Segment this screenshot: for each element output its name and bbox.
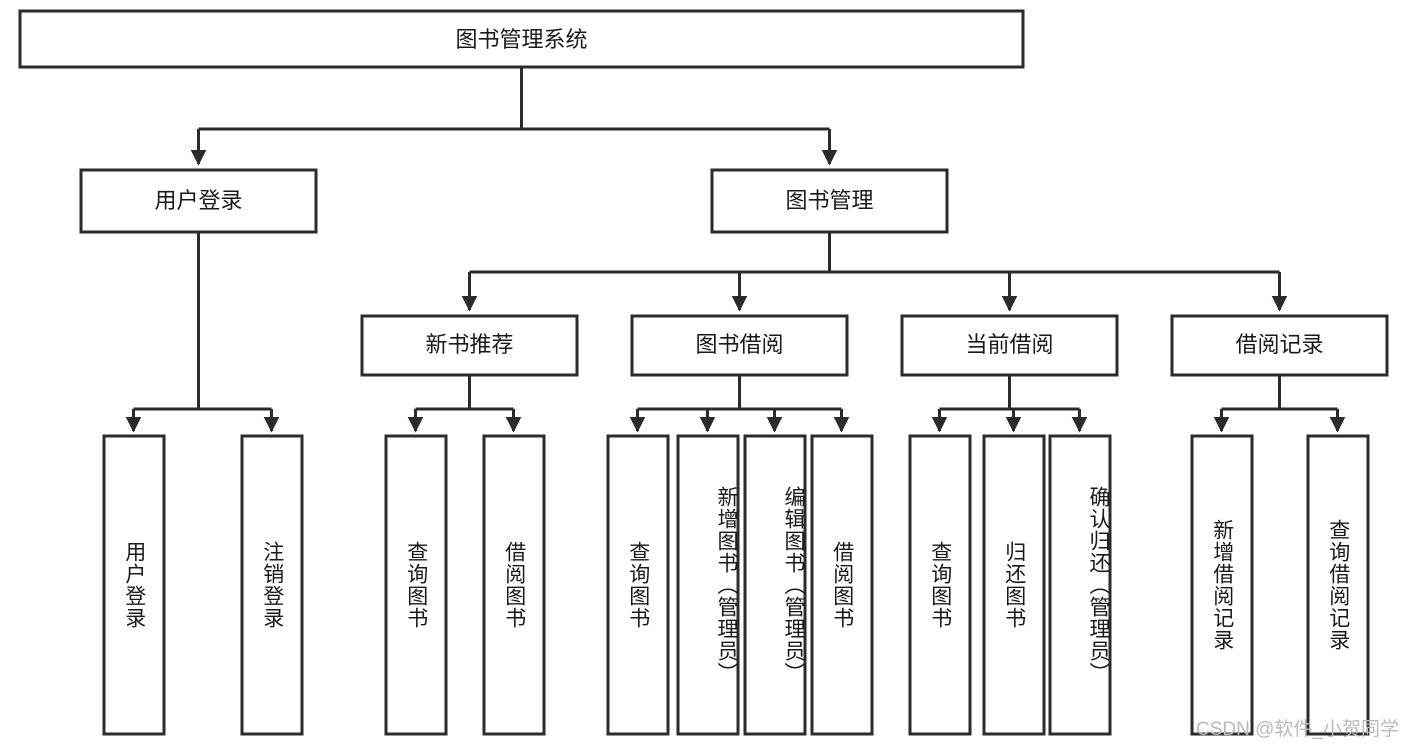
connector-root-to-level2 xyxy=(190,67,838,166)
node-leaf-query-book-1-box[interactable] xyxy=(384,434,448,736)
node-leaf-logout-box[interactable] xyxy=(240,434,304,736)
node-book-manage-label: 图书管理 xyxy=(785,188,873,213)
node-leaf-return-book-box[interactable] xyxy=(982,434,1046,736)
node-new-book-rec[interactable]: 新书推荐 xyxy=(360,314,579,377)
node-leaf-add-book-box[interactable] xyxy=(676,434,740,736)
node-book-borrow[interactable]: 图书借阅 xyxy=(630,314,849,377)
node-root[interactable]: 图书管理系统 xyxy=(18,9,1025,69)
node-leaf-borrow-book-2-box[interactable] xyxy=(810,434,874,736)
node-leaf-edit-book-box[interactable] xyxy=(743,434,807,736)
node-root-box[interactable] xyxy=(18,9,1025,69)
node-leaf-confirm-return-box[interactable] xyxy=(1048,434,1112,736)
node-leaf-query-book-3-box[interactable] xyxy=(908,434,972,736)
node-user-login[interactable]: 用户登录 xyxy=(79,168,318,234)
node-leaf-user-login-box[interactable] xyxy=(102,434,166,736)
node-root-label: 图书管理系统 xyxy=(455,27,587,52)
node-current-borrow[interactable]: 当前借阅 xyxy=(900,314,1119,377)
node-current-borrow-label: 当前借阅 xyxy=(965,332,1053,357)
node-borrow-record[interactable]: 借阅记录 xyxy=(1170,314,1389,377)
node-leaf-borrow-book-1-box[interactable] xyxy=(482,434,546,736)
node-new-book-rec-label: 新书推荐 xyxy=(425,332,513,357)
node-user-login-box[interactable] xyxy=(79,168,318,234)
node-borrow-record-label: 借阅记录 xyxy=(1235,332,1323,357)
connector-newbookrec-to-leaves xyxy=(407,375,522,433)
node-leaf-add-record-box[interactable] xyxy=(1190,434,1254,736)
watermark-text: CSDN @软件_小贺同学 xyxy=(1196,719,1399,740)
leaf-boxes xyxy=(102,434,1370,736)
node-current-borrow-box[interactable] xyxy=(900,314,1119,377)
connector-bookmanage-to-level3 xyxy=(461,232,1288,312)
connector-userlogin-to-leaves xyxy=(125,232,280,433)
node-new-book-rec-box[interactable] xyxy=(360,314,579,377)
node-book-manage[interactable]: 图书管理 xyxy=(710,168,949,234)
connector-currentborrow-to-leaves xyxy=(931,375,1088,433)
node-user-login-label: 用户登录 xyxy=(154,188,242,213)
node-book-borrow-label: 图书借阅 xyxy=(695,332,783,357)
node-book-borrow-box[interactable] xyxy=(630,314,849,377)
connector-borrowrecord-to-leaves xyxy=(1213,375,1346,433)
node-borrow-record-box[interactable] xyxy=(1170,314,1389,377)
node-leaf-query-record-box[interactable] xyxy=(1306,434,1370,736)
connector-bookborrow-to-leaves xyxy=(629,375,850,433)
node-leaf-query-book-2-box[interactable] xyxy=(606,434,670,736)
node-book-manage-box[interactable] xyxy=(710,168,949,234)
